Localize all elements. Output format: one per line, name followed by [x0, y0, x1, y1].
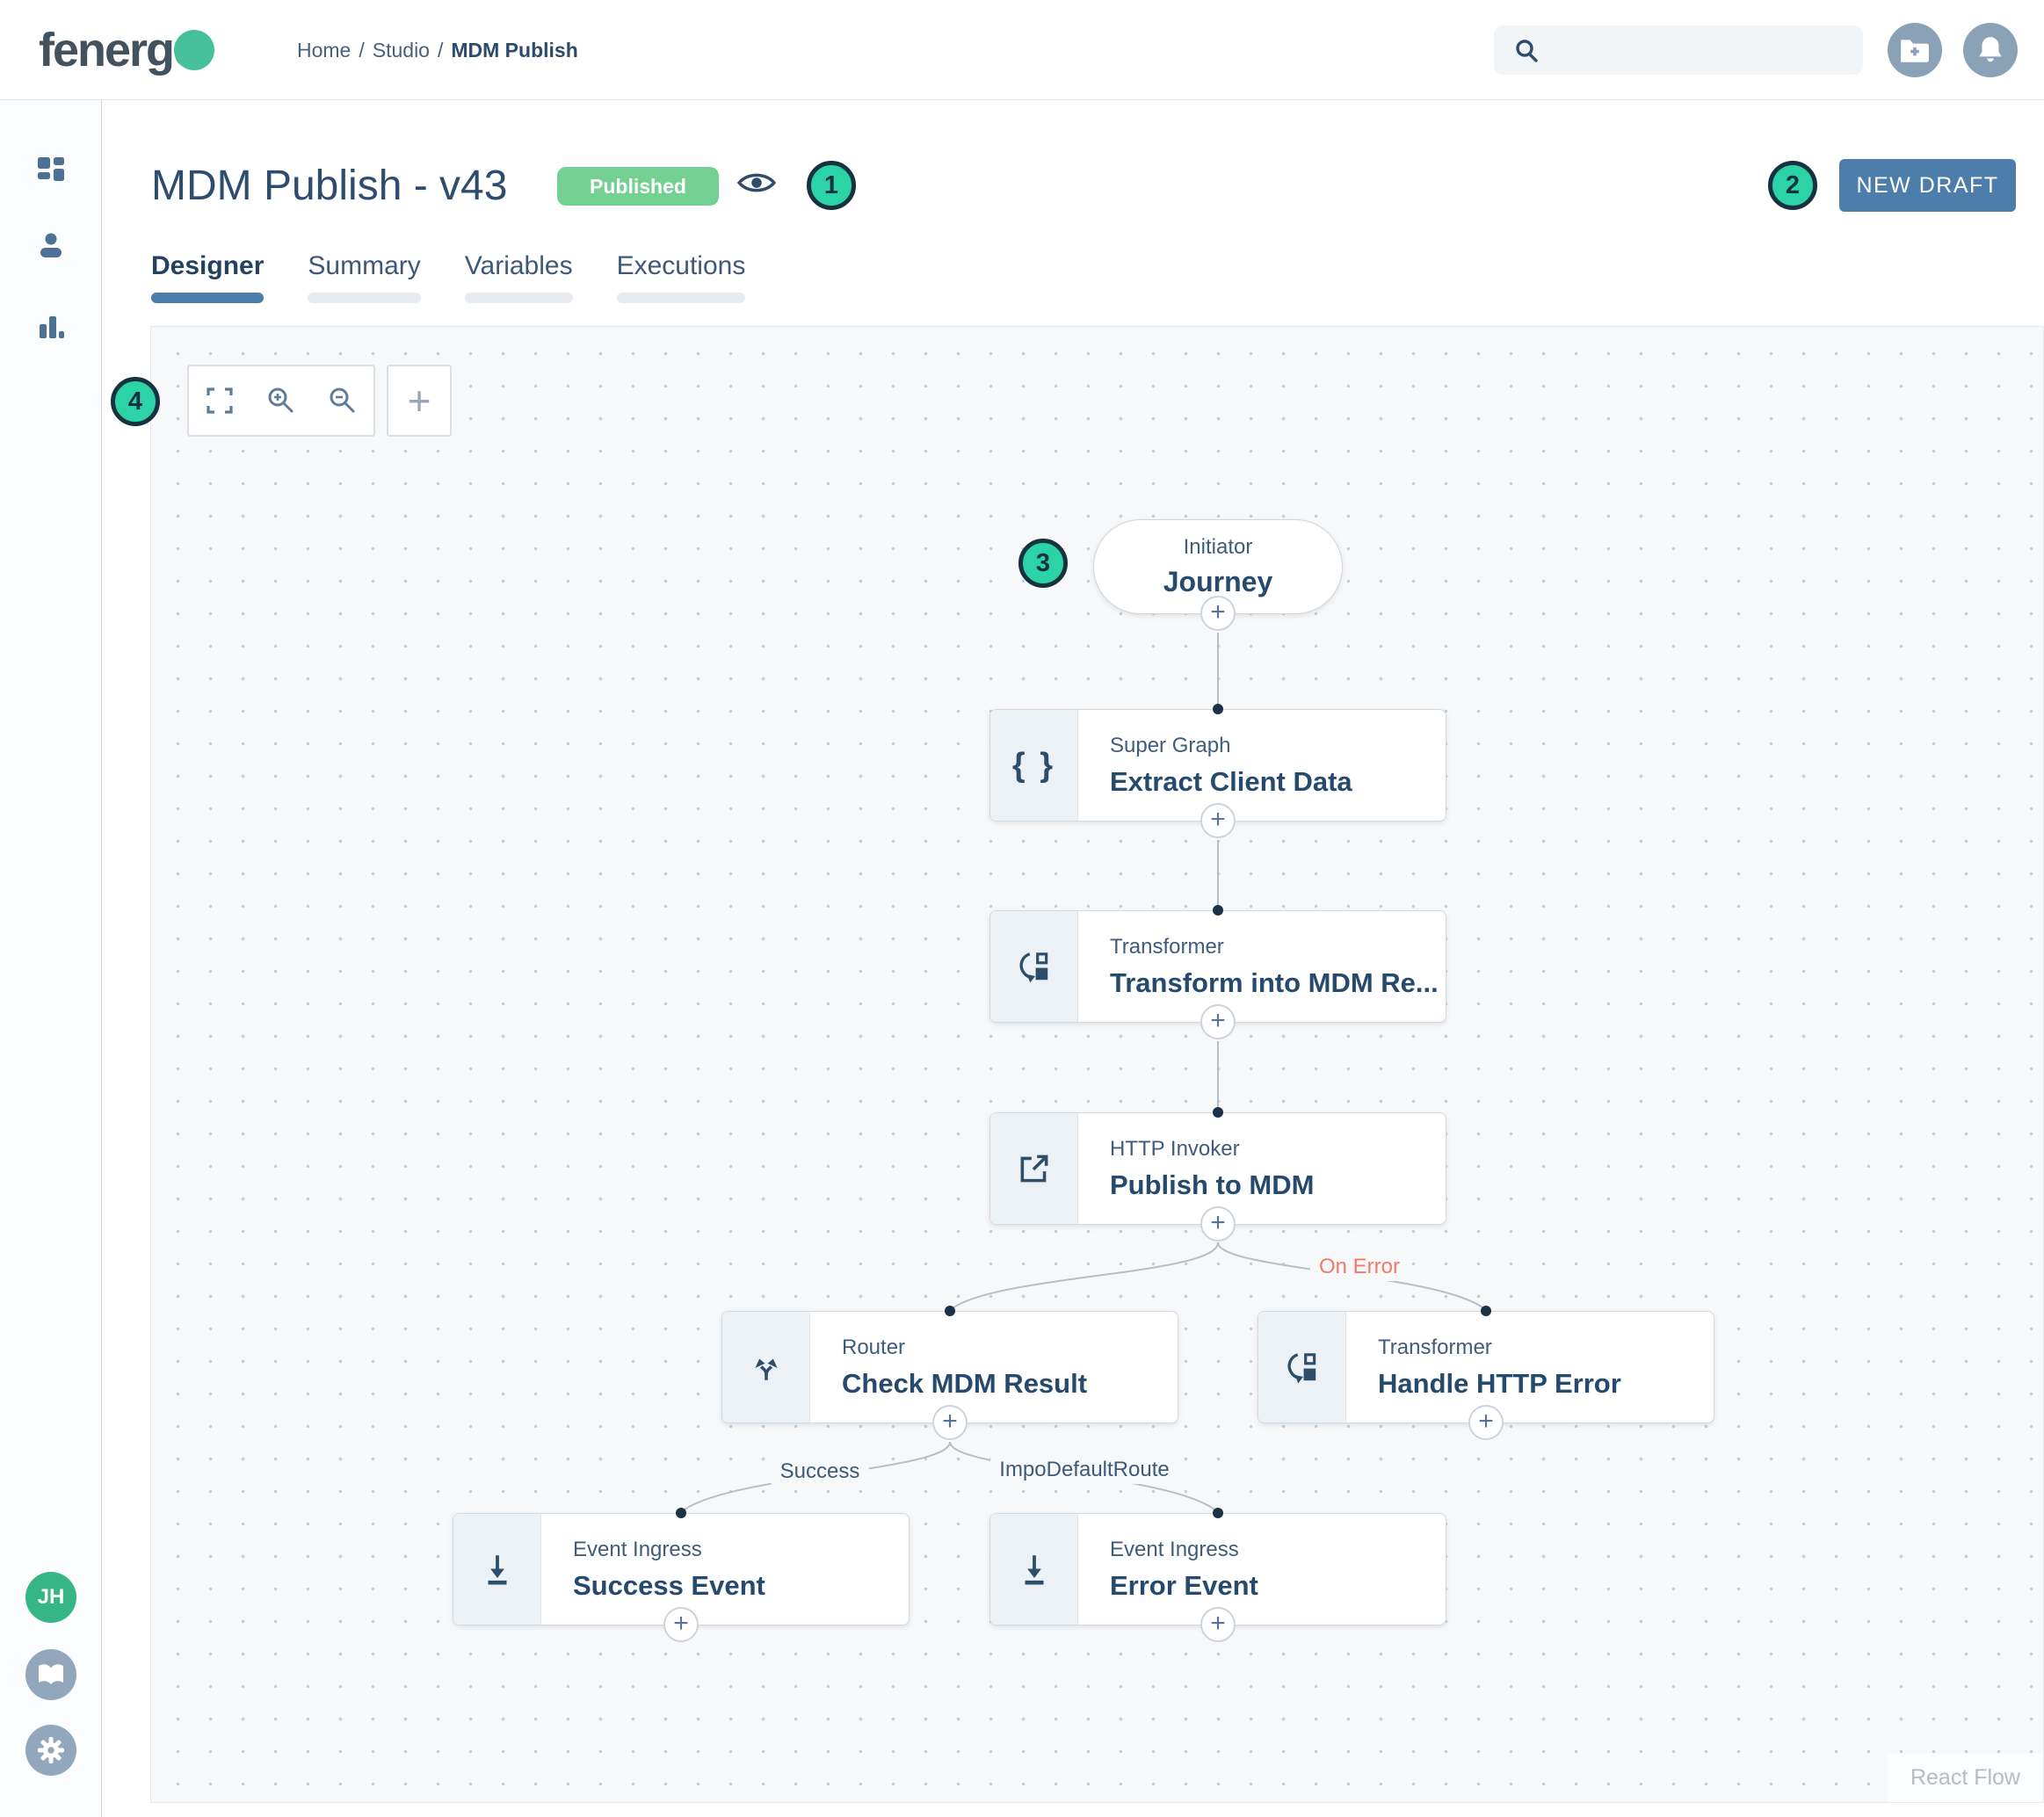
tab-summary[interactable]: Summary: [308, 251, 439, 303]
zoom-out-icon: [330, 387, 355, 413]
eye-icon: [736, 173, 777, 192]
node-check-mdm-result[interactable]: Router Check MDM Result +: [721, 1311, 1178, 1440]
fullscreen-icon: [207, 387, 233, 414]
fenergo-logo[interactable]: fenergo: [39, 0, 215, 100]
fork-icon: [722, 1312, 810, 1422]
tab-underline: [151, 293, 265, 303]
flow-designer-canvas[interactable]: + Initiator Journey + { } Super Graph Ex…: [150, 326, 2044, 1803]
add-step-button[interactable]: +: [1200, 1004, 1236, 1039]
search-icon: [1516, 40, 1538, 62]
add-step-button[interactable]: +: [1200, 803, 1236, 838]
book-icon: [39, 1664, 63, 1684]
logo-teal-dot-icon: [174, 30, 215, 70]
react-flow-attribution: React Flow: [1887, 1754, 2043, 1802]
zoom-in-icon: [268, 387, 294, 413]
add-step-button[interactable]: +: [932, 1405, 968, 1440]
node-handle-http-error[interactable]: Transformer Handle HTTP Error +: [1258, 1311, 1714, 1440]
tab-variables[interactable]: Variables: [464, 251, 592, 303]
annotation-marker-1: 1: [807, 161, 856, 210]
breadcrumb: Home / Studio / MDM Publish: [297, 0, 578, 100]
page-title: MDM Publish - v43: [151, 163, 508, 209]
tab-underline: [616, 293, 746, 303]
annotation-marker-2: 2: [1768, 161, 1817, 210]
bell-icon: [1979, 37, 2002, 62]
breadcrumb-studio[interactable]: Studio: [372, 38, 430, 62]
search-input[interactable]: [1552, 39, 1851, 62]
add-step-button[interactable]: +: [663, 1607, 699, 1642]
node-error-event[interactable]: Event Ingress Error Event +: [989, 1513, 1446, 1642]
add-step-button[interactable]: +: [1468, 1405, 1504, 1440]
avatar-initials: JH: [37, 1585, 65, 1609]
node-success-event[interactable]: Event Ingress Success Event +: [453, 1513, 910, 1642]
node-publish-to-mdm[interactable]: HTTP Invoker Publish to MDM +: [989, 1112, 1446, 1241]
braces-icon: { }: [990, 710, 1078, 821]
app-header: fenergo Home / Studio / MDM Publish: [0, 0, 2044, 100]
ingress-icon: [990, 1514, 1078, 1625]
add-step-button[interactable]: +: [1200, 1206, 1236, 1241]
transform-icon: [1258, 1312, 1346, 1422]
new-draft-button[interactable]: NEW DRAFT: [1839, 159, 2016, 212]
tab-executions[interactable]: Executions: [616, 251, 765, 303]
ingress-icon: [453, 1514, 541, 1625]
annotation-marker-3: 3: [1018, 539, 1068, 588]
user-avatar[interactable]: JH: [25, 1572, 76, 1623]
zoom-in-button[interactable]: [265, 384, 298, 417]
node-initiator-journey[interactable]: Initiator Journey +: [1093, 519, 1343, 631]
plus-icon: +: [407, 378, 431, 423]
global-search[interactable]: [1494, 25, 1863, 75]
folder-plus-icon: [1901, 40, 1929, 62]
tab-underline: [464, 293, 573, 303]
breadcrumb-separator: /: [437, 38, 444, 62]
view-tabs: Designer Summary Variables Executions: [151, 251, 765, 303]
node-transform-into-mdm[interactable]: Transformer Transform into MDM Re... +: [989, 910, 1446, 1039]
add-step-button[interactable]: +: [1200, 1607, 1236, 1642]
breadcrumb-current: MDM Publish: [451, 38, 578, 62]
add-step-button[interactable]: +: [1200, 596, 1236, 631]
preview-button[interactable]: [736, 169, 777, 204]
fit-view-button[interactable]: [203, 384, 236, 417]
gear-icon: [38, 1737, 64, 1763]
dashboard-icon: [38, 157, 64, 181]
create-new-button[interactable]: [1888, 23, 1942, 77]
breadcrumb-separator: /: [359, 38, 365, 62]
edge-label-success: Success: [771, 1458, 869, 1486]
sidebar-item-users[interactable]: [35, 230, 67, 262]
tab-designer[interactable]: Designer: [151, 251, 283, 303]
breadcrumb-home[interactable]: Home: [297, 38, 352, 62]
sidebar-item-dashboard[interactable]: [35, 155, 67, 186]
edge-label-default-route: ImpoDefaultRoute: [990, 1456, 1178, 1484]
documentation-button[interactable]: [25, 1649, 76, 1700]
notifications-button[interactable]: [1963, 23, 2018, 77]
settings-button[interactable]: [25, 1725, 76, 1776]
node-extract-client-data[interactable]: { } Super Graph Extract Client Data +: [989, 709, 1446, 838]
edge-label-on-error: On Error: [1309, 1253, 1410, 1281]
person-icon: [40, 233, 62, 257]
external-link-icon: [990, 1113, 1078, 1224]
status-badge: Published: [557, 167, 719, 206]
zoom-out-button[interactable]: [326, 384, 359, 417]
add-node-button[interactable]: +: [387, 365, 452, 437]
left-nav-rail: JH: [0, 100, 102, 1817]
tab-underline: [308, 293, 421, 303]
canvas-toolbar: [187, 365, 375, 437]
annotation-marker-4: 4: [111, 377, 160, 426]
transform-icon: [990, 911, 1078, 1022]
sidebar-item-analytics[interactable]: [35, 311, 67, 343]
bar-chart-icon: [40, 316, 64, 338]
